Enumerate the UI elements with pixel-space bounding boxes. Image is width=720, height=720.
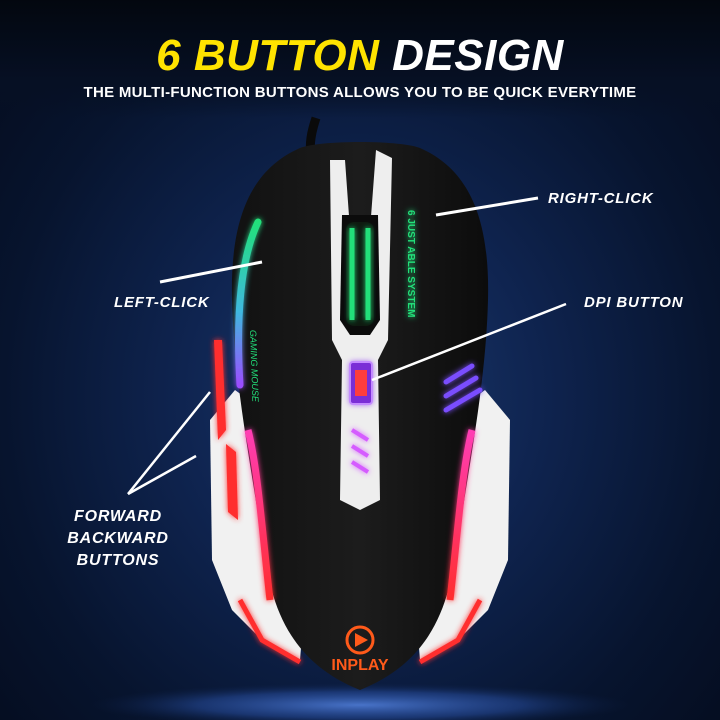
right-side-led bbox=[446, 429, 476, 601]
dpi-pointer bbox=[371, 302, 567, 382]
side-buttons-label: FORWARD BACKWARD BUTTONS bbox=[58, 506, 178, 572]
right-led-chevrons bbox=[443, 363, 483, 413]
left-click-pointer bbox=[159, 260, 263, 284]
brand-name: INPLAY bbox=[331, 657, 389, 674]
header-band bbox=[0, 0, 720, 118]
page-title: 6 BUTTON DESIGN bbox=[0, 30, 720, 82]
title-highlight: 6 BUTTON bbox=[156, 31, 380, 80]
side-text-right: 6 JUST ABLE SYSTEM bbox=[405, 210, 416, 317]
spine-led bbox=[350, 428, 370, 474]
brand-logo: INPLAY bbox=[331, 625, 389, 674]
dpi-indicator bbox=[355, 370, 367, 396]
left-click-label: LEFT-CLICK bbox=[114, 294, 210, 311]
page-subtitle: THE MULTI-FUNCTION BUTTONS ALLOWS YOU TO… bbox=[83, 84, 637, 101]
title-rest: DESIGN bbox=[392, 31, 564, 80]
right-click-pointer bbox=[435, 196, 539, 217]
side-buttons-label-line: BUTTONS bbox=[76, 552, 160, 569]
right-click-label: RIGHT-CLICK bbox=[548, 190, 654, 207]
backward-button[interactable] bbox=[226, 444, 238, 520]
side-text-left: GAMING MOUSE bbox=[248, 330, 261, 403]
left-bottom-led bbox=[237, 598, 302, 665]
left-click-led bbox=[235, 218, 262, 389]
right-bottom-led bbox=[418, 598, 483, 665]
forward-button[interactable] bbox=[214, 340, 226, 440]
scroll-wheel-led bbox=[349, 228, 371, 320]
backward-pointer bbox=[127, 454, 197, 496]
left-side-led bbox=[244, 429, 274, 601]
forward-pointer bbox=[127, 391, 211, 495]
dpi-button-label: DPI BUTTON bbox=[584, 294, 684, 311]
side-buttons-label-line: BACKWARD bbox=[67, 530, 169, 547]
side-buttons-label-line: FORWARD bbox=[74, 508, 162, 525]
floor-glow bbox=[90, 683, 630, 720]
